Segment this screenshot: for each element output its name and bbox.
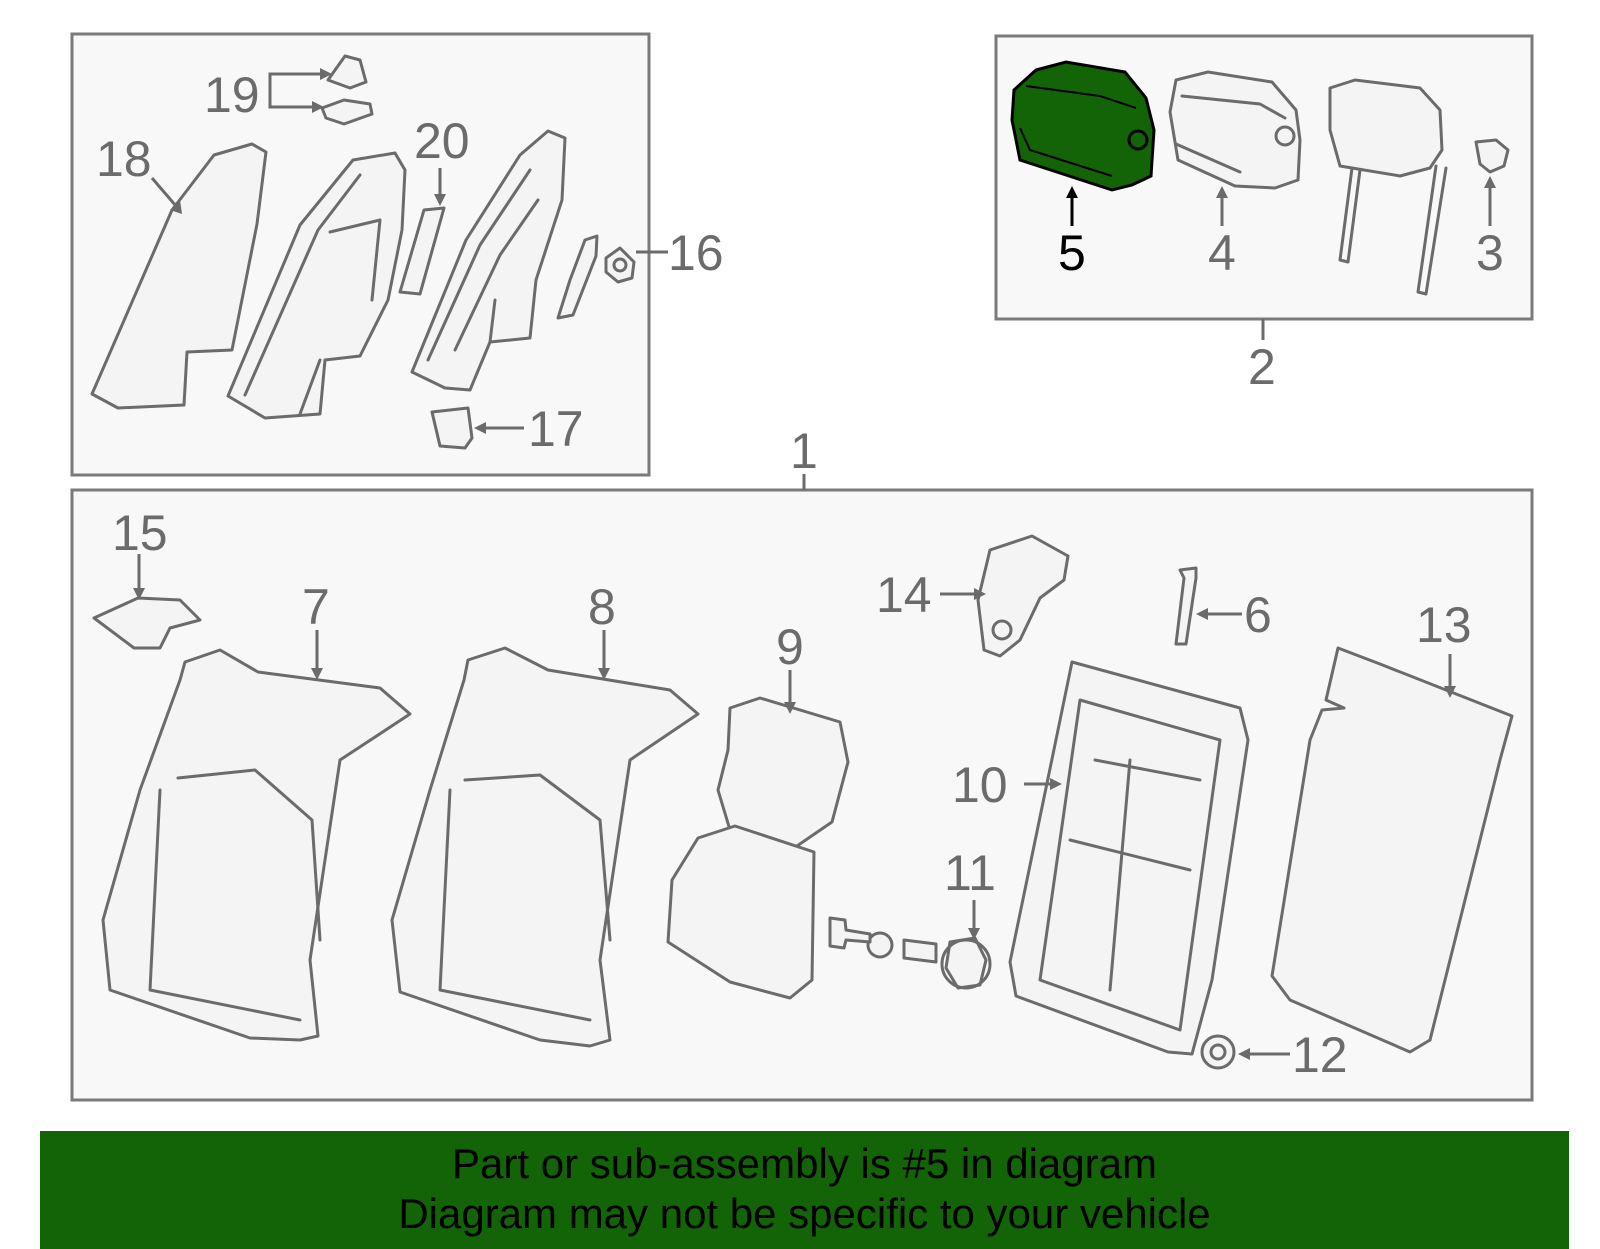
callout-16: 16: [668, 225, 724, 281]
leader-10-arrow: [1050, 778, 1062, 790]
part-4-contour: [1174, 94, 1287, 174]
callout-19: 19: [204, 67, 260, 123]
part-7-seam: [148, 768, 322, 1022]
part-5-headrest-contour: [1019, 85, 1137, 177]
callout-12: 12: [1292, 1027, 1348, 1083]
callout-6: 6: [1244, 587, 1272, 643]
part-5-headrest-hole: [1127, 129, 1149, 151]
banner-line-1: Part or sub-assembly is #5 in diagram: [452, 1140, 1157, 1187]
leader-8-arrow: [598, 668, 610, 680]
part-15-bezel: [92, 596, 202, 650]
leader-19: [268, 72, 320, 109]
callout-8: 8: [588, 579, 616, 635]
part-19-clip-top: [326, 54, 368, 90]
part-4-hole: [1274, 125, 1296, 147]
leader-20-arrow: [434, 194, 446, 206]
leader-3-arrow: [1484, 176, 1496, 188]
part-16-nut-hole: [612, 257, 628, 273]
leader-7-arrow: [311, 668, 323, 680]
part-14-hole: [991, 619, 1013, 641]
callout-5[interactable]: 5: [1058, 225, 1086, 281]
part-5-headrest-highlighted[interactable]: [1010, 60, 1156, 192]
callout-1: 1: [790, 423, 818, 479]
callout-9: 9: [776, 619, 804, 675]
part-12-grommet: [1200, 1034, 1236, 1070]
part-headrest-post-left: [1338, 166, 1362, 264]
leader-4-arrow: [1216, 186, 1228, 198]
part-3-guide: [1474, 138, 1510, 174]
part-bolster-trim: [410, 129, 567, 392]
callout-14: 14: [876, 567, 932, 623]
leader-17-arrow: [474, 422, 486, 434]
part-11-ring: [940, 938, 992, 990]
callout-7: 7: [302, 579, 330, 635]
leader-9-arrow: [784, 702, 796, 714]
part-17-clip: [430, 406, 474, 450]
callout-10: 10: [952, 757, 1008, 813]
callout-3: 3: [1476, 225, 1504, 281]
callout-18: 18: [96, 131, 152, 187]
leader-15-arrow: [133, 588, 145, 600]
part-8-seat-cover: [390, 646, 700, 1048]
part-9-pad-bottom: [666, 824, 816, 1000]
part-side-trim: [226, 151, 407, 420]
part-spacer: [902, 938, 938, 964]
callout-15: 15: [112, 505, 168, 561]
part-side-trim-detail: [243, 173, 382, 416]
part-headrest-core: [1328, 78, 1444, 178]
leader-11-arrow: [968, 928, 980, 940]
leader-18-arrow: [170, 200, 182, 214]
banner-line-2: Diagram may not be specific to your vehi…: [398, 1190, 1211, 1237]
leader-14-arrow: [974, 588, 986, 600]
leader-18: [150, 177, 178, 207]
callout-4: 4: [1208, 225, 1236, 281]
leader-6-arrow: [1196, 608, 1208, 620]
callout-20: 20: [414, 113, 470, 169]
leader-13-arrow: [1444, 686, 1456, 698]
part-6-pin: [1174, 566, 1198, 646]
part-headrest-post-right: [1416, 164, 1448, 296]
leader-19-arrows: [312, 68, 332, 113]
callout-11: 11: [944, 845, 996, 901]
part-washer: [866, 931, 894, 959]
part-bolster-trim-detail: [426, 168, 540, 362]
callout-13: 13: [1416, 597, 1472, 653]
callout-2: 2: [1248, 339, 1276, 395]
part-10-seat-frame: [1008, 660, 1250, 1056]
part-12-grommet-inner: [1209, 1043, 1227, 1061]
part-20-strip: [398, 206, 446, 296]
leader-12-arrow: [1238, 1048, 1250, 1060]
part-10-frame-inner: [1038, 698, 1222, 1032]
part-7-seat-cover: [101, 648, 412, 1042]
part-8-seam: [438, 773, 612, 1022]
part-14-bracket: [976, 534, 1070, 658]
part-16-nut: [604, 246, 636, 284]
part-9-pad-top: [716, 696, 850, 850]
part-19-clip-bottom: [320, 98, 374, 126]
part-bracket: [556, 234, 599, 320]
part-18-panel: [90, 142, 268, 410]
leader-5-arrow: [1066, 186, 1078, 198]
part-13-back-panel: [1270, 646, 1514, 1054]
callout-17: 17: [528, 401, 584, 457]
part-bolt-small: [828, 916, 872, 950]
info-banner: Part or sub-assembly is #5 in diagram Di…: [40, 1131, 1569, 1249]
